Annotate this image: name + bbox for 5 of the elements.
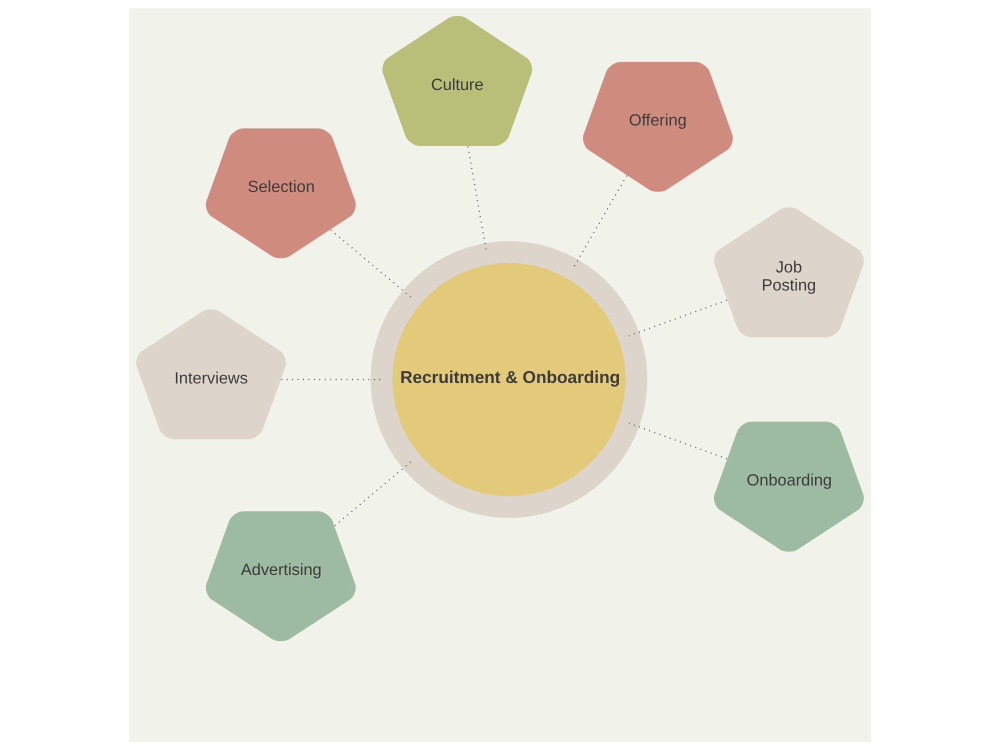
connector	[628, 422, 727, 460]
node-circle: Recruitment & Onboarding	[370, 241, 648, 518]
connector	[330, 230, 412, 298]
connector	[334, 461, 412, 526]
connector	[628, 300, 727, 336]
